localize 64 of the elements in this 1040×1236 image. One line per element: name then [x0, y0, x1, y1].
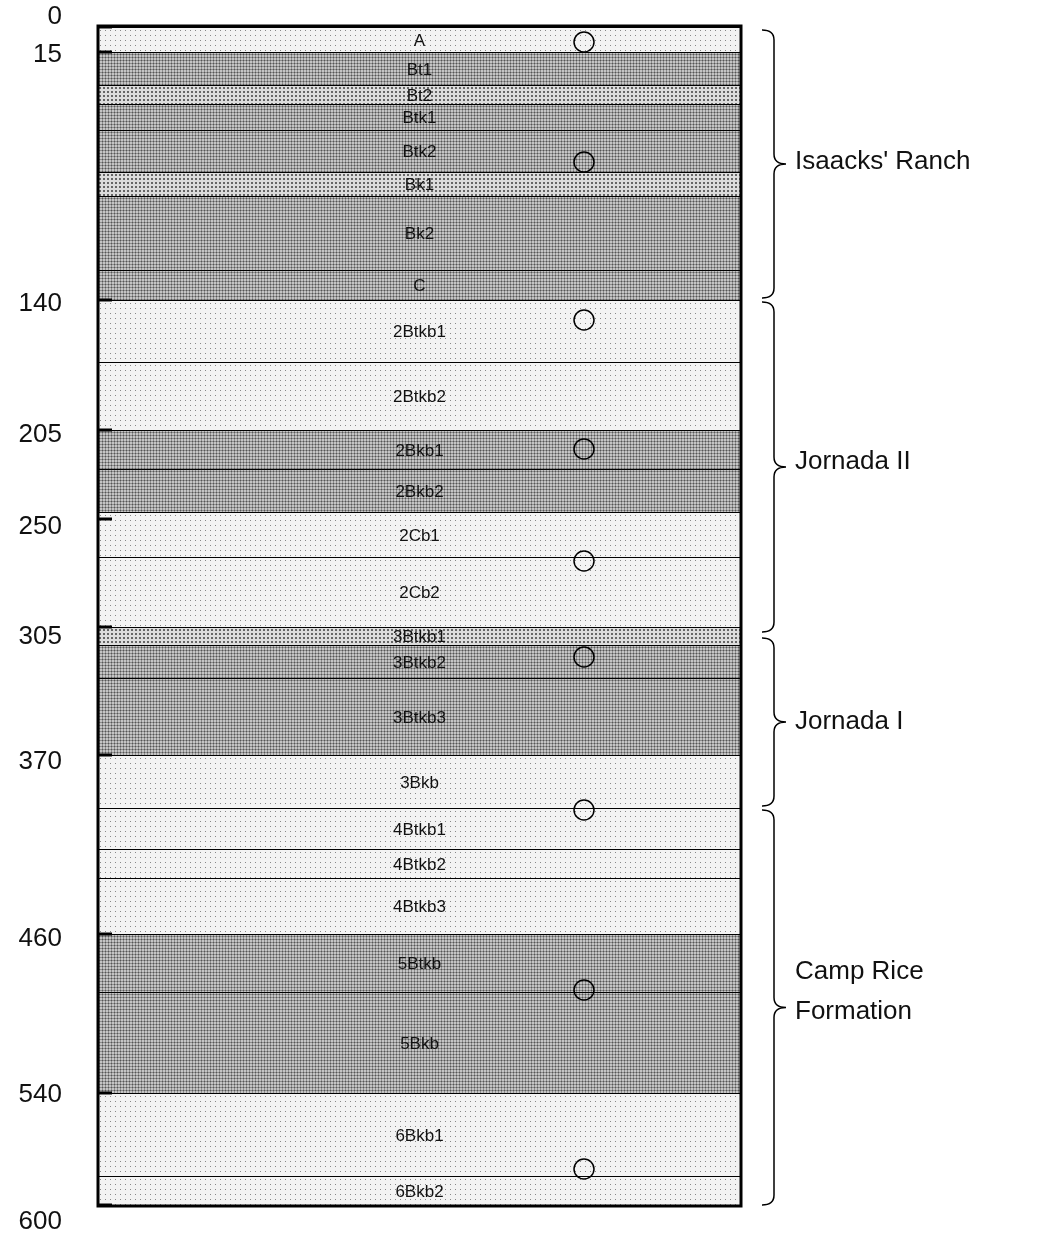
horizon-label: Bk2: [404, 225, 435, 242]
soil-horizon-band: [98, 1176, 741, 1205]
soil-horizon-band: [98, 934, 741, 992]
soil-horizon-band: [98, 469, 741, 512]
soil-horizon-band: [98, 300, 741, 362]
soil-horizon-band: [98, 1093, 741, 1176]
depth-value: 370: [17, 745, 62, 776]
soil-horizon-band: [98, 270, 741, 300]
soil-horizon-band: [98, 104, 741, 130]
horizon-label: Bt2: [406, 86, 433, 104]
horizon-label: 2Cb2: [399, 584, 440, 601]
depth-value: 205: [17, 418, 62, 449]
unit-name: Jornada II: [795, 444, 912, 477]
unit-name: Isaacks' Ranch: [795, 144, 972, 177]
soil-horizon-band: [98, 130, 741, 172]
horizon-label: C: [413, 277, 426, 294]
horizon-label: 3Bkb: [400, 773, 439, 791]
horizon-label: A: [413, 31, 426, 49]
horizon-label: Bt1: [406, 60, 433, 78]
soil-horizon-band: [98, 196, 741, 270]
horizon-label: 5Btkb: [397, 955, 442, 972]
horizon-label: Bk1: [404, 176, 435, 193]
horizon-label: 4Btkb1: [393, 820, 446, 838]
soil-horizon-band: [98, 878, 741, 934]
depth-value: 250: [17, 510, 62, 541]
horizon-label: 2Btkb2: [393, 388, 446, 405]
soil-horizon-band: [98, 52, 741, 85]
soil-horizon-band: [98, 430, 741, 469]
horizon-label: 3Btkb1: [393, 628, 446, 645]
soil-horizon-band: [98, 362, 741, 430]
horizon-label: 6Bkb1: [395, 1126, 444, 1144]
horizon-label: 2Bkb2: [395, 482, 444, 500]
soil-horizon-band: [98, 755, 741, 808]
horizon-label: 2Cb1: [399, 526, 440, 544]
soil-horizon-band: [98, 678, 741, 755]
depth-value: 540: [17, 1078, 62, 1109]
depth-value: 305: [17, 620, 62, 651]
horizon-label: 3Btkb3: [393, 708, 446, 726]
depth-value: 600: [17, 1205, 62, 1236]
soil-horizon-band: [98, 645, 741, 678]
soil-horizon-band: [98, 808, 741, 849]
horizon-label: 4Btkb2: [393, 855, 446, 873]
soil-horizon-band: [98, 172, 741, 196]
soil-horizon-band: [98, 27, 741, 52]
unit-name: Jornada I: [795, 704, 905, 737]
soil-horizon-band: [98, 849, 741, 878]
soil-horizon-band: [98, 992, 741, 1093]
horizon-label: 2Btkb1: [393, 323, 446, 340]
horizon-label: 5Bkb: [400, 1034, 439, 1052]
horizon-label: 3Btkb2: [393, 653, 446, 671]
soil-horizon-band: [98, 512, 741, 557]
horizon-label: 6Bkb2: [395, 1182, 444, 1200]
horizon-label: Btk2: [402, 143, 437, 160]
soil-horizon-band: [98, 85, 741, 104]
depth-value: 140: [17, 287, 62, 318]
horizon-label: 4Btkb3: [393, 898, 446, 915]
depth-value: 0: [46, 0, 62, 31]
depth-value: 15: [32, 38, 62, 69]
horizon-label: Btk1: [402, 109, 437, 126]
soil-horizon-band: [98, 627, 741, 645]
unit-name: Camp Rice Formation: [795, 954, 925, 1027]
horizon-label: 2Bkb1: [395, 441, 444, 459]
soil-horizon-band: [98, 557, 741, 627]
depth-value: 460: [17, 922, 62, 953]
